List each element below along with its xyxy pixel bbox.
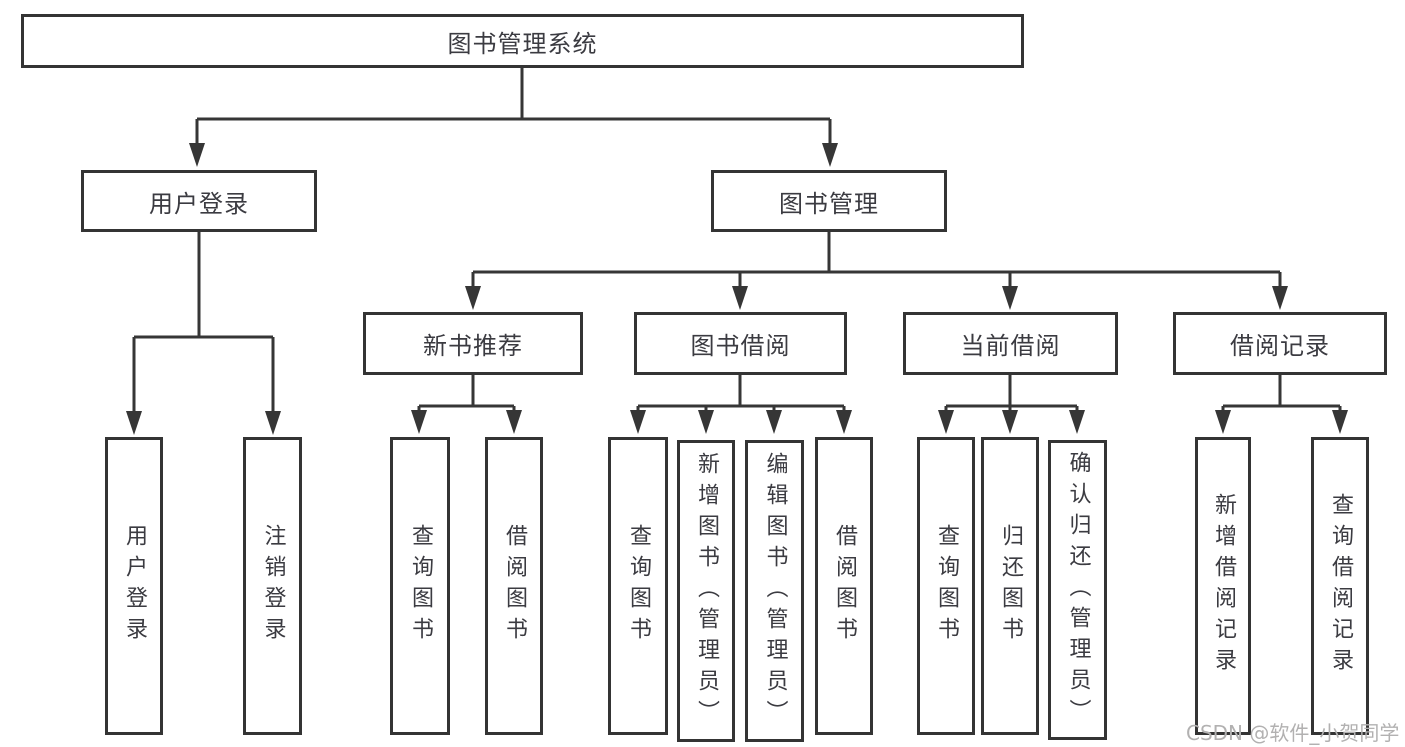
node-leaf-logout: 注销登录	[243, 437, 302, 735]
node-current-borrowing: 当前借阅	[903, 312, 1118, 375]
leaf-label: 确认归还（管理员）	[1065, 450, 1091, 730]
connector-book-management	[471, 232, 1282, 288]
node-user-login: 用户登录	[81, 170, 317, 232]
node-rec-query-books: 查询图书	[390, 437, 450, 735]
node-current-confirm-return-admin: 确认归还（管理员）	[1048, 440, 1107, 740]
node-borrow-add-books-admin: 新增图书（管理员）	[677, 440, 735, 742]
connector-book-borrowing	[636, 375, 846, 412]
node-book-management: 图书管理	[711, 170, 947, 232]
leaf-label: 归还图书	[998, 524, 1023, 648]
node-borrow-edit-books-admin: 编辑图书（管理员）	[745, 440, 804, 742]
leaf-label: 查询借阅记录	[1328, 493, 1353, 679]
node-new-book-recommend: 新书推荐	[363, 312, 583, 375]
node-borrowing-records: 借阅记录	[1173, 312, 1387, 375]
leaf-label: 新增借阅记录	[1211, 493, 1236, 679]
node-leaf-user-login: 用户登录	[105, 437, 163, 735]
node-records-query-record: 查询借阅记录	[1311, 437, 1369, 735]
node-book-borrowing: 图书借阅	[634, 312, 847, 375]
node-library-system: 图书管理系统	[21, 14, 1024, 68]
arrowheads	[126, 143, 1348, 435]
leaf-label: 编辑图书（管理员）	[762, 451, 788, 731]
node-rec-borrow-books: 借阅图书	[485, 437, 543, 735]
leaf-label: 查询图书	[626, 524, 651, 648]
leaf-label: 查询图书	[408, 524, 433, 648]
connector-user-login	[132, 232, 275, 413]
leaf-label: 用户登录	[122, 524, 147, 648]
connector-current-borrowing	[944, 375, 1079, 412]
leaf-label: 新增图书（管理员）	[694, 451, 719, 731]
connector-borrowing-records	[1221, 375, 1342, 412]
leaf-label: 注销登录	[260, 524, 286, 648]
watermark-text: CSDN @软件_小贺同学	[1186, 721, 1400, 745]
node-borrow-borrow-books: 借阅图书	[815, 437, 873, 735]
node-current-query-books: 查询图书	[917, 437, 975, 735]
node-current-return-books: 归还图书	[981, 437, 1039, 735]
connector-root	[195, 68, 832, 145]
connector-new-book-recommend	[417, 375, 516, 412]
node-records-add-record: 新增借阅记录	[1195, 437, 1251, 735]
leaf-label: 查询图书	[934, 524, 959, 648]
leaf-label: 借阅图书	[832, 524, 857, 648]
node-borrow-query-books: 查询图书	[608, 437, 668, 735]
leaf-label: 借阅图书	[502, 524, 527, 648]
